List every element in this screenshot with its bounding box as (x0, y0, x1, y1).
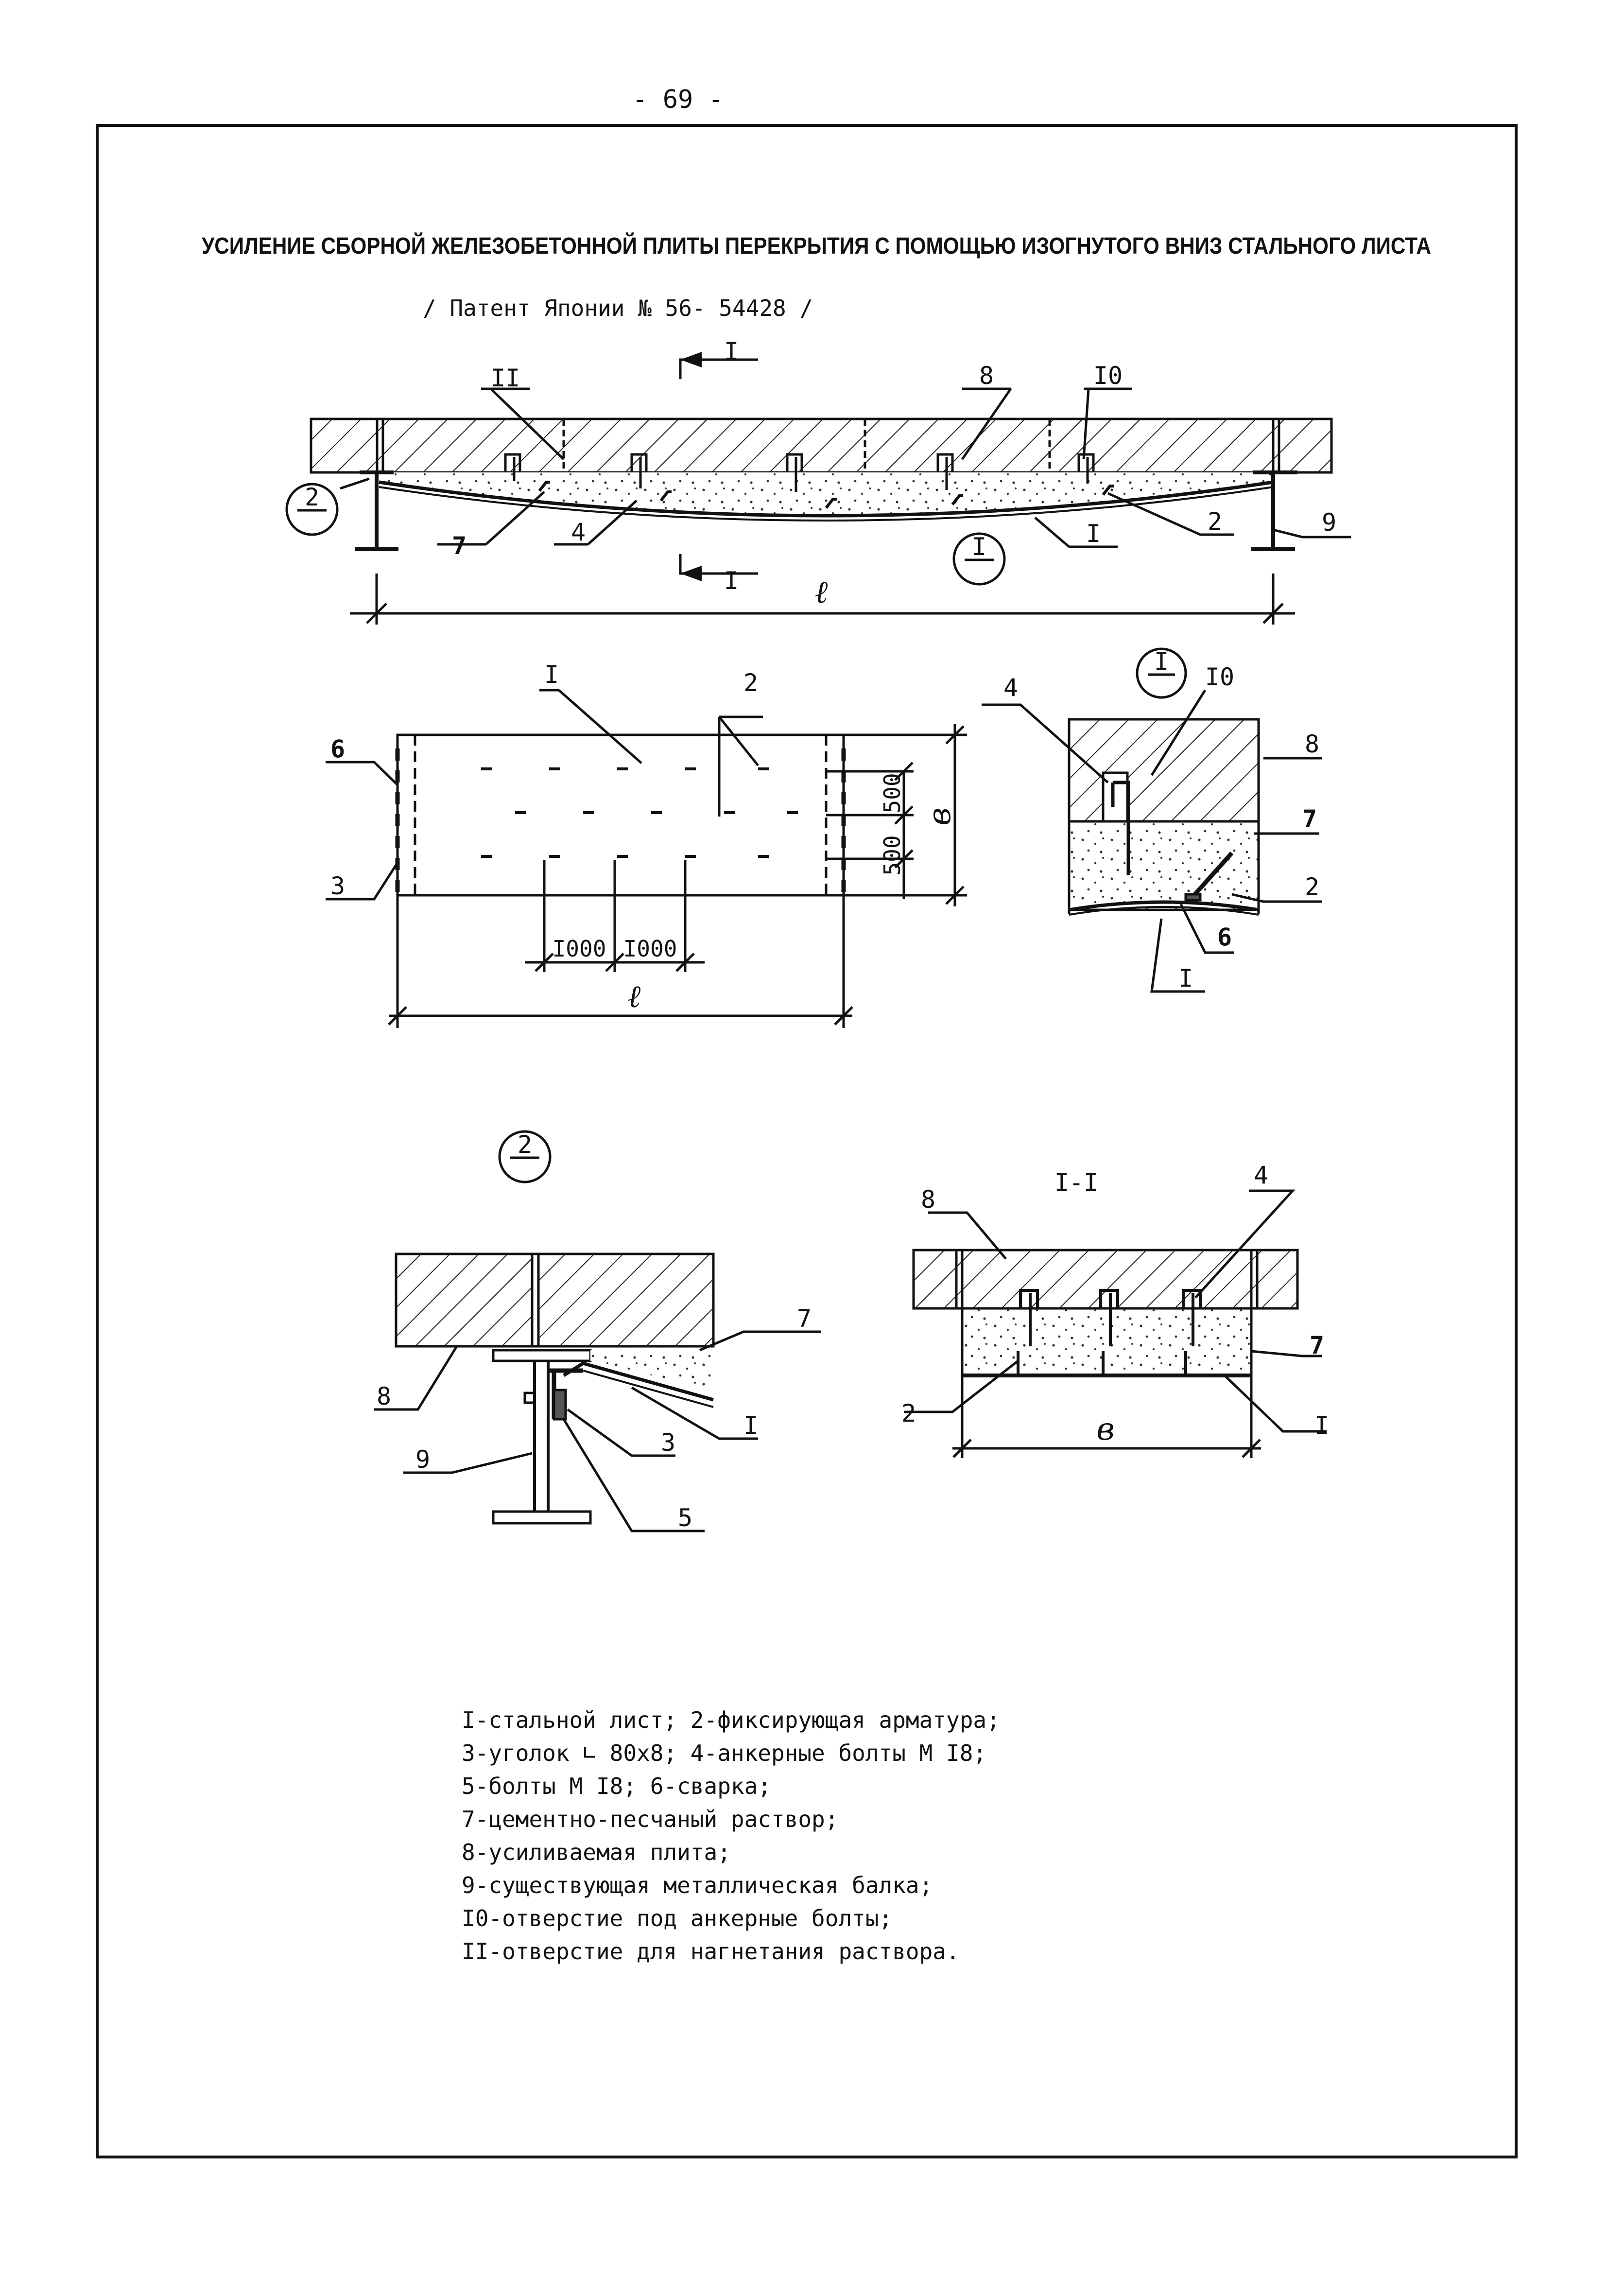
legend-item: I-стальной лист; 2-фиксирующая арматура; (462, 1707, 1000, 1733)
label-10-detail-one: I0 (1205, 663, 1234, 691)
section-title: I-I (1054, 1168, 1098, 1197)
beam-bottom-flange (492, 1510, 592, 1525)
span-dimension-plan: ℓ (628, 979, 641, 1015)
detail-bubble-2-title: 2 (518, 1131, 532, 1159)
section-mark-top: I (724, 337, 739, 365)
label-4-section: 4 (1254, 1161, 1268, 1189)
page-number: - 69 - (632, 85, 724, 114)
label-4-detail-one: 4 (1003, 674, 1018, 702)
label-1-detail-one: I (1178, 964, 1193, 992)
label-10-longitudinal: I0 (1093, 362, 1123, 390)
grout-detail-two (590, 1350, 713, 1390)
dim-width-plan: в (922, 807, 958, 825)
label-2-longitudinal: 2 (1208, 507, 1222, 536)
steel-sheet-plan (396, 733, 845, 897)
section-one-one (904, 1189, 1327, 1458)
drawing-title: УСИЛЕНИЕ СБОРНОЙ ЖЕЛЕЗОБЕТОННОЙ ПЛИТЫ ПЕ… (202, 232, 1431, 259)
label-4-longitudinal: 4 (571, 518, 586, 546)
dim-500-upper: 500 (879, 773, 905, 813)
section-mark-bottom: I (724, 567, 739, 595)
dim-width-section: в (1096, 1411, 1114, 1447)
beam-left-longitudinal (355, 470, 398, 551)
slab-right-detail-two (537, 1252, 715, 1348)
span-dimension-longitudinal: ℓ (815, 574, 828, 610)
legend-item: I0-отверстие под анкерные болты; (462, 1905, 892, 1931)
detail-one (982, 647, 1322, 993)
label-7-detail-one: 7 (1302, 805, 1317, 833)
label-2-plan: 2 (743, 669, 758, 697)
legend: I-стальной лист; 2-фиксирующая арматура;… (462, 1707, 1000, 1965)
label-9-detail-two: 9 (415, 1445, 430, 1474)
slab-longitudinal (310, 417, 1333, 474)
label-1-longitudinal: I (1086, 520, 1101, 548)
label-11-longitudinal: II (491, 364, 520, 392)
legend-item: 7-цементно-песчаный раствор; (462, 1806, 838, 1832)
label-1-detail-two: I (743, 1411, 758, 1440)
label-6-detail-one: 6 (1217, 923, 1232, 951)
label-8-section: 8 (921, 1185, 935, 1214)
label-7-section: 7 (1310, 1331, 1324, 1359)
anchor-bolt-detail-one (1111, 781, 1130, 875)
detail-bubble-1-title: I (1154, 647, 1169, 676)
slab-section (912, 1249, 1299, 1310)
legend-item: 9-существующая металлическая балка; (462, 1872, 933, 1898)
steel-sheet-detail-two (563, 1361, 714, 1402)
legend-item: II-отверстие для нагнетания раствора. (462, 1938, 960, 1965)
detail-two (374, 1130, 821, 1532)
label-7-longitudinal: 7 (452, 532, 467, 560)
steel-sheet-detail-one (1069, 900, 1259, 912)
detail-bubble-2-longitudinal: 2 (305, 483, 319, 511)
dim-1000-right: I000 (623, 936, 677, 962)
steel-sheet-longitudinal (379, 480, 1274, 518)
label-1-plan: I (544, 661, 559, 689)
legend-item: 5-болты М I8; 6-сварка; (462, 1773, 771, 1799)
slab-left-detail-two (395, 1252, 534, 1348)
label-8-longitudinal: 8 (979, 362, 994, 390)
label-1-section: I (1314, 1411, 1329, 1440)
patent-reference: / Патент Японии № 56- 54428 / (423, 295, 813, 321)
label-6-plan: 6 (330, 735, 345, 763)
label-8-detail-one: 8 (1305, 730, 1319, 758)
label-3-plan: 3 (330, 872, 345, 900)
label-5-detail-two: 5 (678, 1504, 692, 1532)
dim-500-lower: 500 (879, 835, 905, 875)
legend-item: 3-уголок ∟ 80х8; 4-анкерные болты М I8; (462, 1740, 986, 1766)
longitudinal-section (285, 352, 1351, 625)
sheet-plan (326, 689, 967, 1028)
beam-right-longitudinal (1251, 470, 1297, 551)
label-7-detail-two: 7 (797, 1305, 812, 1333)
grout-longitudinal (379, 472, 1273, 516)
detail-bubble-1-longitudinal: I (972, 533, 986, 561)
grout-section (961, 1307, 1253, 1377)
slab-detail-one (1068, 718, 1260, 823)
drawing-frame (96, 124, 1518, 2158)
beam-top-flange (492, 1349, 592, 1362)
legend-item: 8-усиливаемая плита; (462, 1839, 731, 1865)
label-3-detail-two: 3 (661, 1428, 675, 1457)
label-2-section: 2 (901, 1399, 916, 1427)
dim-1000-left: I000 (553, 936, 606, 962)
label-9-longitudinal: 9 (1322, 508, 1336, 537)
label-2-detail-one: 2 (1305, 873, 1319, 901)
label-8-detail-two: 8 (377, 1382, 391, 1410)
fixing-bar-detail-one (1189, 851, 1234, 901)
